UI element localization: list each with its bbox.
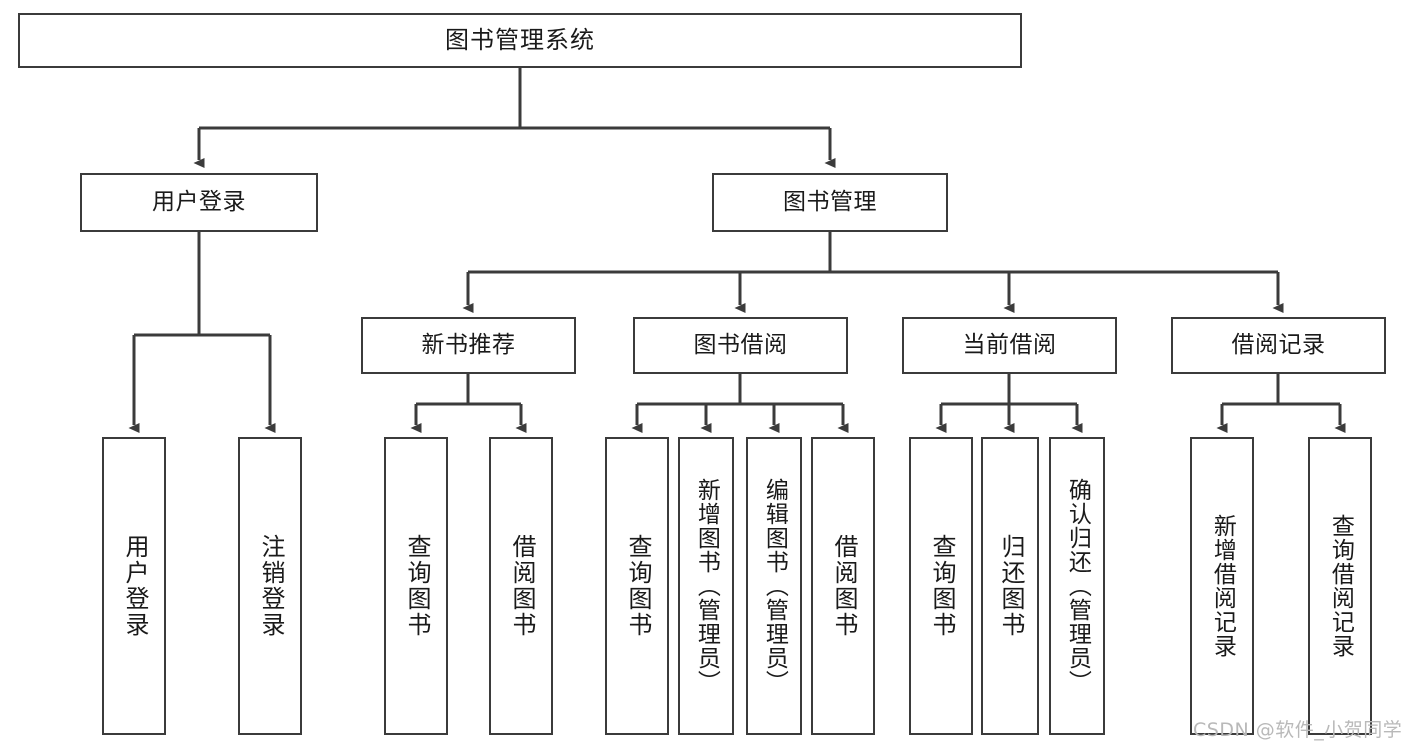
node-label: 查询借阅记录 (1327, 514, 1354, 658)
node-label: 借阅记录 (1231, 332, 1326, 359)
node-label: 编辑图书（管理员） (761, 478, 788, 694)
node-user-login[interactable]: 用户登录 (80, 173, 318, 232)
leaf-user-login[interactable]: 用户登录 (102, 437, 166, 735)
leaf-query-book-borrow[interactable]: 查询图书 (605, 437, 669, 735)
node-label: 新增图书（管理员） (693, 478, 720, 694)
node-label: 当前借阅 (962, 332, 1057, 359)
node-label: 注销登录 (256, 534, 285, 638)
node-label: 用户登录 (120, 534, 149, 638)
leaf-return-book[interactable]: 归还图书 (981, 437, 1039, 735)
node-label: 确认归还（管理员） (1064, 478, 1091, 694)
leaf-confirm-return-admin[interactable]: 确认归还（管理员） (1049, 437, 1105, 735)
leaf-query-borrow-record[interactable]: 查询借阅记录 (1308, 437, 1372, 735)
node-label: 查询图书 (402, 534, 431, 638)
leaf-add-borrow-record[interactable]: 新增借阅记录 (1190, 437, 1254, 735)
node-label: 用户登录 (152, 189, 246, 216)
node-current-borrow[interactable]: 当前借阅 (902, 317, 1117, 374)
csdn-watermark: CSDN @软件_小贺同学 (1193, 719, 1403, 741)
node-borrow-record[interactable]: 借阅记录 (1171, 317, 1386, 374)
node-new-book-recommend[interactable]: 新书推荐 (361, 317, 576, 374)
node-label: 图书借阅 (693, 332, 788, 359)
leaf-borrow-book-newbook[interactable]: 借阅图书 (489, 437, 553, 735)
node-label: 查询图书 (927, 534, 956, 638)
node-book-borrow[interactable]: 图书借阅 (633, 317, 848, 374)
leaf-edit-book-admin[interactable]: 编辑图书（管理员） (746, 437, 802, 735)
node-label: 新书推荐 (421, 332, 516, 359)
leaf-borrow-book[interactable]: 借阅图书 (811, 437, 875, 735)
node-book-management[interactable]: 图书管理 (712, 173, 948, 232)
leaf-add-book-admin[interactable]: 新增图书（管理员） (678, 437, 734, 735)
node-label: 归还图书 (996, 534, 1025, 638)
node-label: 图书管理 (783, 189, 877, 216)
leaf-query-book-newbook[interactable]: 查询图书 (384, 437, 448, 735)
node-label: 新增借阅记录 (1209, 514, 1236, 658)
node-label: 借阅图书 (507, 534, 536, 638)
leaf-query-book-current[interactable]: 查询图书 (909, 437, 973, 735)
node-label: 查询图书 (623, 534, 652, 638)
node-label: 图书管理系统 (445, 25, 595, 54)
leaf-logout[interactable]: 注销登录 (238, 437, 302, 735)
node-label: 借阅图书 (829, 534, 858, 638)
node-root-system[interactable]: 图书管理系统 (18, 13, 1022, 68)
